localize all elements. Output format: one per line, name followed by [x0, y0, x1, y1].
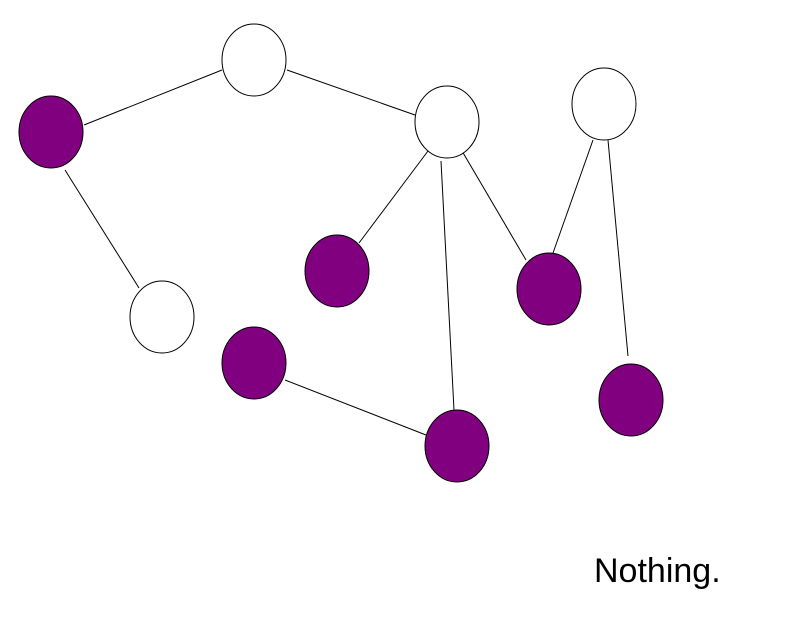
- edge-n-left-n-lower-left: [64, 169, 140, 289]
- node-far-right-filled: [598, 363, 664, 437]
- node-hub-empty: [414, 85, 480, 159]
- edge-n-hub-n-bottom: [440, 160, 455, 411]
- node-top-empty: [221, 23, 287, 97]
- edge-n-top-n-hub: [286, 69, 416, 116]
- caption-text: Nothing.: [594, 552, 721, 590]
- nodes-layer: [18, 23, 664, 483]
- node-center-right-filled: [516, 252, 582, 326]
- edge-n-hub-n-mid: [358, 150, 429, 244]
- node-left-filled: [18, 95, 84, 169]
- edge-n-right-n-center-right: [552, 139, 594, 254]
- edge-n-left-n-top: [83, 69, 223, 126]
- edges-layer: [64, 69, 629, 436]
- node-right-empty: [571, 67, 637, 141]
- node-bottom-left-filled: [221, 326, 287, 400]
- edge-n-right-n-far-right: [607, 139, 629, 357]
- node-lower-left-empty: [129, 280, 195, 354]
- node-bottom-filled: [424, 409, 490, 483]
- node-mid-filled: [304, 234, 370, 308]
- edge-n-bottom-left-n-bottom: [284, 379, 427, 436]
- edge-n-hub-n-center-right: [461, 150, 527, 261]
